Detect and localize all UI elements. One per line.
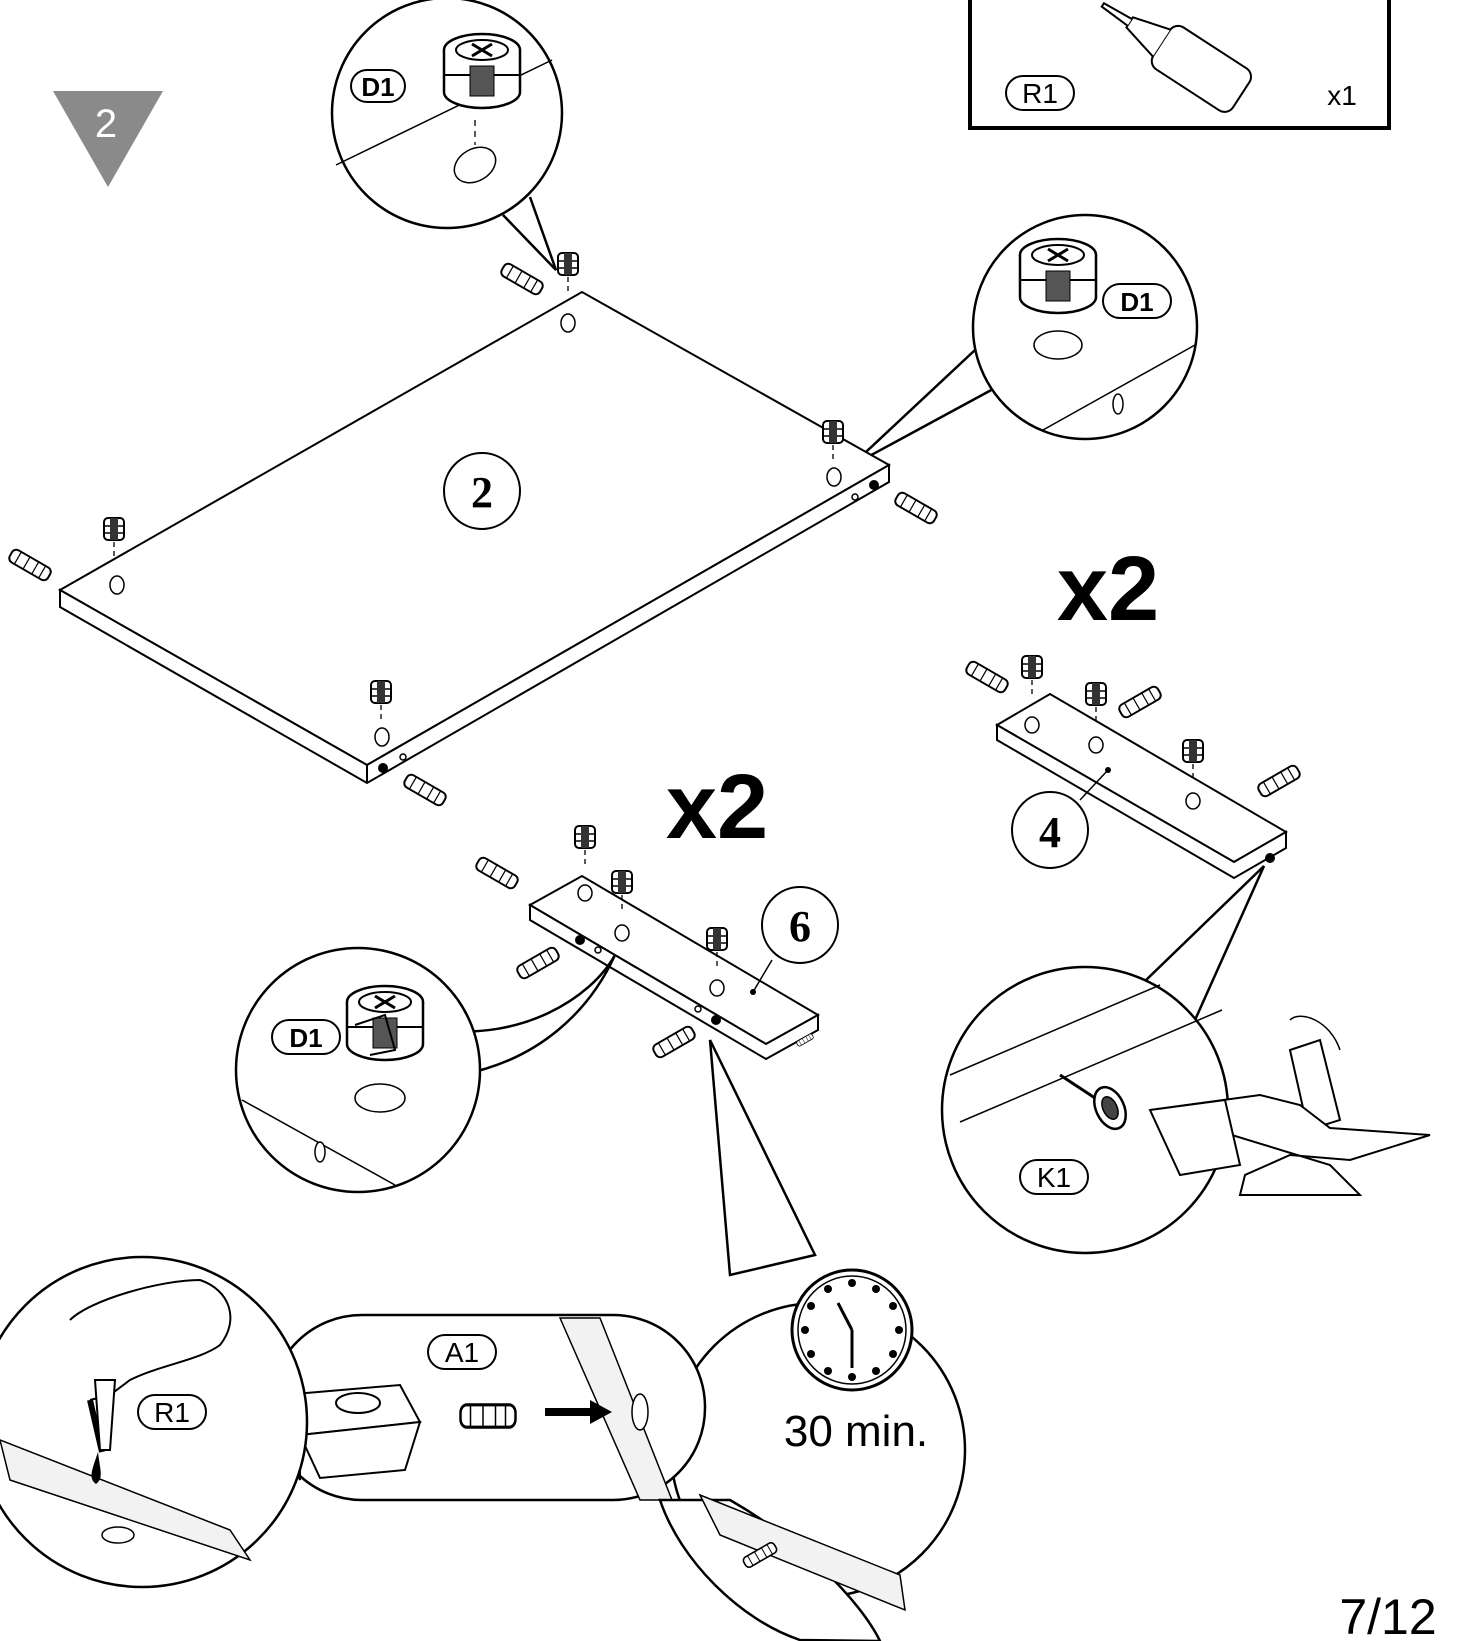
- panel-label-circle: [1011, 791, 1089, 869]
- dowel-icon: [963, 658, 1011, 696]
- glue-bottle-icon: [1100, 1, 1253, 113]
- page-number: 7/12: [1339, 1589, 1436, 1641]
- callout-right-camlock: D1: [850, 213, 1199, 468]
- panel-multiplier: x2: [666, 756, 768, 858]
- panel-label: 2: [471, 468, 493, 517]
- clock-icon: [790, 1268, 914, 1392]
- panel-4: x2 4: [963, 538, 1303, 880]
- step-triangle-icon: [53, 91, 163, 187]
- panel-label-circle: [443, 452, 521, 530]
- camlock-icon: [103, 517, 125, 559]
- nail-icon: [1059, 1073, 1127, 1131]
- dowel-icon: [892, 489, 940, 527]
- dowel-icon: [401, 771, 449, 809]
- callout-code-pill: [350, 69, 406, 103]
- dowel-icon: [473, 854, 521, 892]
- hammer-icon: [1148, 1015, 1431, 1196]
- callout-code: D1: [361, 72, 394, 102]
- camlock-icon: [442, 32, 522, 110]
- camlock-icon: [557, 252, 579, 294]
- callout-dowel-seated: [658, 1493, 906, 1641]
- dowel-icon: [1255, 762, 1303, 800]
- dowel-icon: [6, 546, 54, 584]
- callout-code: D1: [1120, 287, 1153, 317]
- callout-code-pill: [1102, 283, 1172, 319]
- dowel-icon: [498, 260, 546, 298]
- parts-box: R1 x1: [968, 0, 1391, 130]
- part-code-pill: [1005, 75, 1075, 111]
- callout-hammer: K1: [940, 865, 1431, 1255]
- panel-6: x2 6: [473, 756, 839, 1061]
- panel-label: 6: [789, 902, 811, 951]
- callout-code: R1: [154, 1397, 190, 1428]
- part-quantity: x1: [1327, 80, 1357, 111]
- callout-dowel-insert: A1: [268, 1313, 707, 1502]
- panel-2: 2: [6, 252, 940, 809]
- camlock-icon: [1018, 237, 1098, 315]
- dowel-icon: [650, 1023, 698, 1061]
- callout-code: D1: [289, 1023, 322, 1053]
- callout-center-camlock: D1: [234, 946, 617, 1194]
- drying-time: 30 min.: [784, 1407, 928, 1456]
- dowel-icon: [458, 1403, 518, 1429]
- callout-code-pill: [427, 1334, 497, 1370]
- camlock-icon: [574, 825, 596, 867]
- dowel-icon: [1116, 683, 1164, 721]
- callout-code-pill: [137, 1394, 207, 1430]
- panel-multiplier: x2: [1057, 538, 1159, 640]
- panel-label: 4: [1039, 808, 1061, 857]
- step-number-badge: 2: [53, 91, 163, 187]
- callout-code: A1: [445, 1337, 479, 1368]
- part-code: R1: [1022, 78, 1058, 109]
- step-number: 2: [95, 102, 117, 146]
- callout-glue: R1: [0, 1255, 309, 1589]
- callout-code: K1: [1037, 1162, 1071, 1193]
- hand-with-glue-icon: [69, 1278, 232, 1484]
- insert-arrow-icon: [545, 1400, 612, 1424]
- panel-label-circle: [761, 886, 839, 964]
- camlock-icon: [1021, 655, 1043, 697]
- dowel-icon: [514, 944, 562, 982]
- callout-top-camlock: D1: [330, 0, 564, 271]
- callout-code-pill: [1019, 1159, 1089, 1195]
- callout-code-pill: [271, 1019, 341, 1055]
